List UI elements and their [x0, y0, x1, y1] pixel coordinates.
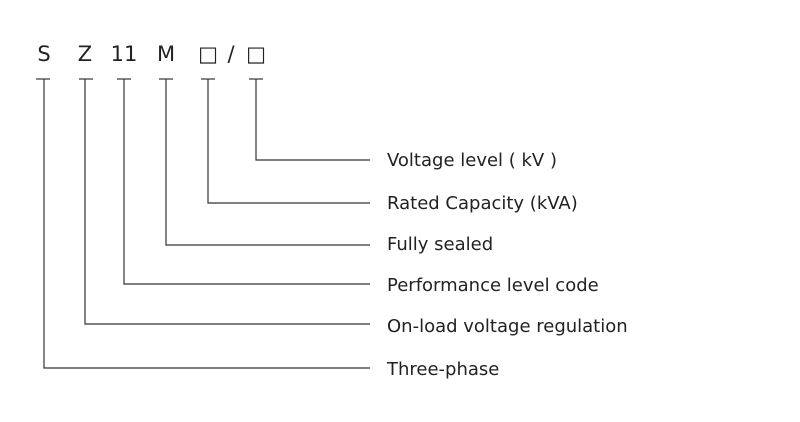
- connector-three-phase: [43, 79, 370, 369]
- label-voltage-level: Voltage level ( kV ): [387, 150, 557, 171]
- connector-voltage-level: [255, 79, 370, 161]
- code-part-capacity-box: □: [198, 42, 218, 66]
- label-fully-sealed: Fully sealed: [387, 234, 493, 255]
- connector-on-load-regulation: [84, 79, 370, 325]
- connector-fully-sealed: [165, 79, 370, 246]
- code-part-s: S: [37, 42, 50, 66]
- code-part-z: Z: [78, 42, 92, 66]
- label-rated-capacity: Rated Capacity (kVA): [387, 193, 578, 214]
- code-part-m: M: [157, 42, 175, 66]
- code-part-11: 11: [111, 42, 138, 66]
- code-part-voltage-box: □: [246, 42, 266, 66]
- connector-rated-capacity: [207, 79, 370, 204]
- label-three-phase: Three-phase: [386, 359, 499, 380]
- label-on-load-voltage-regulation: On-load voltage regulation: [387, 316, 628, 337]
- code-part-slash: /: [227, 42, 235, 66]
- connector-performance-level: [123, 79, 370, 285]
- label-performance-level-code: Performance level code: [387, 275, 599, 296]
